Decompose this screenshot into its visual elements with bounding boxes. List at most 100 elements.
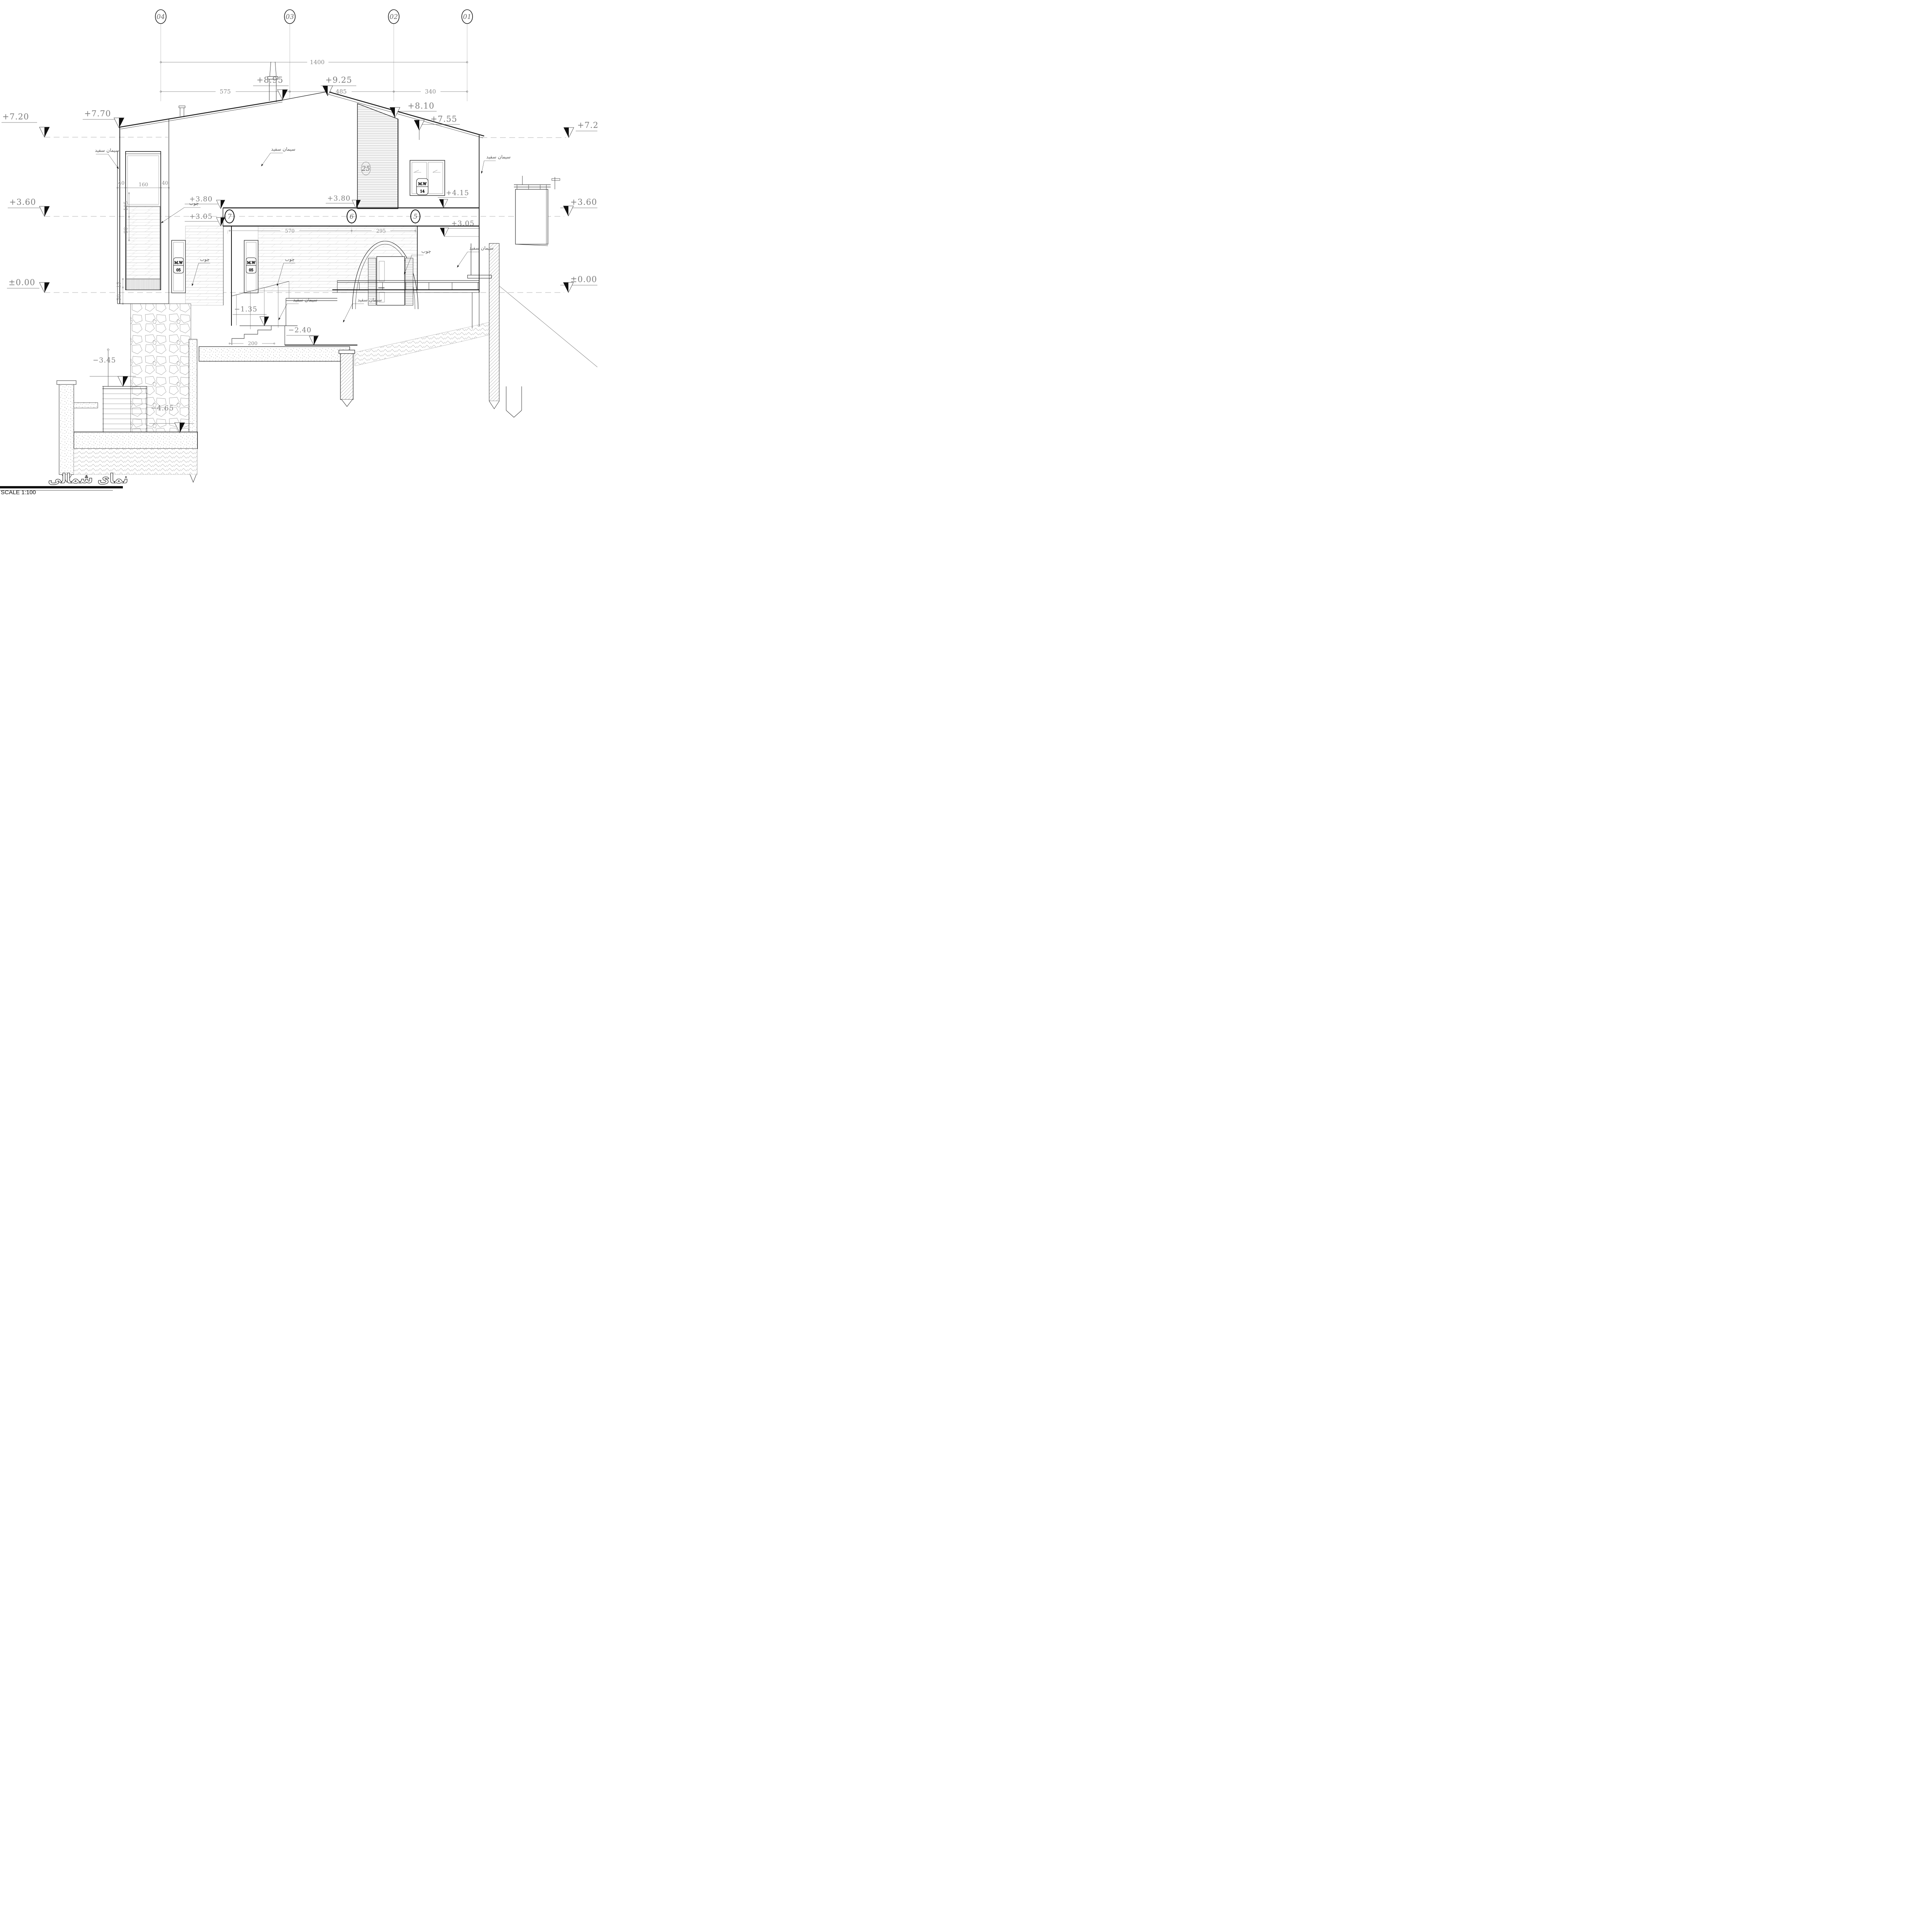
roof-right-slope: [327, 91, 485, 137]
scale-note: SCALE 1:100: [1, 489, 36, 495]
concrete-pier: [340, 353, 354, 400]
gable-facade: [169, 92, 357, 208]
dim-15: 15: [116, 282, 122, 288]
level-label-720r: +7.20: [577, 121, 597, 130]
dim-bay-340: 340: [425, 88, 436, 95]
terrain-line-right: [499, 286, 597, 367]
level-label-380r: +3.80: [327, 194, 350, 202]
foundation-slab: [73, 432, 198, 449]
louver-shutter-panel: [357, 103, 398, 209]
callout-white-cement-5: سیمان سفید: [293, 297, 318, 303]
wood-cladding-left: [185, 226, 224, 306]
level-label-360l: +3.60: [9, 197, 36, 207]
stairs: [231, 281, 289, 345]
stair-steps: [231, 325, 285, 345]
dim-90: 90: [123, 227, 129, 234]
level-label-770: +7.70: [84, 109, 111, 118]
grid-bubbles: 04 03 02 01: [155, 9, 473, 24]
mw05a-tag-number: 05: [176, 269, 181, 272]
building-outline: [117, 61, 597, 367]
level-label-305l: +3.05: [189, 213, 213, 221]
entry-door: [376, 256, 405, 306]
mw05b-tag-type: M.W: [247, 261, 255, 265]
dim-105: 105: [123, 201, 129, 211]
level-label-925: +9.25: [325, 75, 352, 85]
axis-bubble-6: 6: [350, 213, 354, 221]
roof-vent: [179, 105, 185, 108]
stone-wall: [130, 303, 191, 432]
balustrade-bars: [102, 393, 147, 429]
callout-wood-3: چوب: [285, 257, 295, 262]
level-label-755: +7.55: [430, 114, 457, 124]
axis-bubble-5: 5: [413, 213, 418, 221]
window-slat-band: [126, 279, 160, 290]
level-label-810: +8.10: [408, 101, 434, 111]
neighbor-foundation-break: [506, 386, 522, 418]
dim-bay-485: 485: [336, 88, 347, 95]
retaining-wall-left: [59, 382, 74, 475]
detail-bubble-25: 25: [361, 165, 370, 173]
level-label-305r: +3.05: [451, 219, 474, 228]
callout-white-cement-1: سیمان سفید: [95, 148, 119, 153]
level-label-m135: −1.35: [234, 305, 257, 313]
grid-bubble-03: 03: [286, 13, 294, 21]
terrace-parapet: [286, 298, 337, 326]
level-label-720l: +7.20: [2, 112, 29, 121]
dim-40b: 40: [162, 180, 168, 186]
drawing-sheet: 04 03 02 01 1400 575 485 340: [0, 0, 597, 495]
roof-left-slope: [119, 99, 283, 128]
callout-wood-2: چوب: [200, 257, 210, 262]
mw05b-tag-number: 05: [249, 269, 253, 272]
stair-handrail: [231, 281, 289, 296]
arched-entry: [352, 241, 418, 310]
dim-295: 295: [376, 228, 386, 234]
stair-balusters: [236, 281, 289, 329]
callout-wood-1: چوب: [189, 201, 199, 206]
left-tall-window: [125, 151, 161, 290]
callout-white-cement-2: سیمان سفید: [271, 146, 296, 152]
title-underline-bar: [0, 486, 123, 488]
mw14-tag-number: 14: [420, 190, 425, 194]
callout-white-cement-3: سیمان سفید: [486, 154, 511, 160]
grid-bubble-04: 04: [156, 13, 165, 21]
callout-white-cement-6: سیمان سفید: [358, 297, 382, 303]
dim-570: 570: [285, 228, 295, 234]
dim-160: 160: [139, 182, 148, 188]
stair-foundation-slab: [199, 346, 350, 362]
level-label-895: +8.95: [257, 75, 283, 85]
terrace-balustrade: [102, 349, 147, 432]
level-label-m240: −2.40: [288, 326, 311, 334]
chimney-flue: [269, 61, 277, 77]
callout-wood-4: چوب: [422, 248, 431, 254]
casement-opening-arrows: [413, 170, 440, 173]
north-elevation-drawing: 04 03 02 01 1400 575 485 340: [0, 0, 597, 495]
level-label-415: +4.15: [446, 189, 469, 197]
dim-40a: 40: [118, 180, 125, 186]
callout-white-cement-4: سیمان سفید: [469, 245, 494, 251]
mw14-window: M.W 14: [410, 160, 445, 196]
level-label-m345: −3.45: [93, 356, 116, 364]
level-annotations: +9.25 +8.95 +8.10 +7.70 +7.55 +7.20 +7.2…: [2, 75, 597, 433]
chimney: [269, 79, 277, 102]
level-label-360r: +3.60: [570, 197, 597, 207]
dim-50: 50: [116, 294, 122, 301]
dim-bay-575: 575: [220, 88, 231, 95]
dim-overall: 1400: [310, 59, 325, 66]
neighbor-structure: [61, 176, 560, 483]
level-label-m465: −4.65: [151, 404, 174, 412]
grid-bubble-01: 01: [463, 13, 471, 21]
axis-callouts: 7 6 5 25: [224, 162, 420, 223]
dim-200: 200: [248, 341, 258, 347]
axis-bubble-7: 7: [228, 213, 232, 221]
window-wood-infill: [126, 206, 160, 279]
mw05-windows: M.W 05 M.W 05: [171, 240, 259, 293]
door-slat-panel-right: [405, 258, 413, 306]
grid-bubble-02: 02: [389, 13, 398, 21]
roof-ridge: [282, 91, 328, 100]
retaining-wall-right: [489, 243, 500, 401]
soil-hatch-left: [73, 448, 197, 475]
material-callouts: سیمان سفید سیمان سفید سیمان سفید سیمان س…: [95, 146, 511, 323]
mw14-tag-type: M.W: [418, 182, 427, 186]
level-label-000l: ±0.00: [9, 278, 35, 287]
drawing-title: نمای شمالی: [48, 471, 128, 486]
